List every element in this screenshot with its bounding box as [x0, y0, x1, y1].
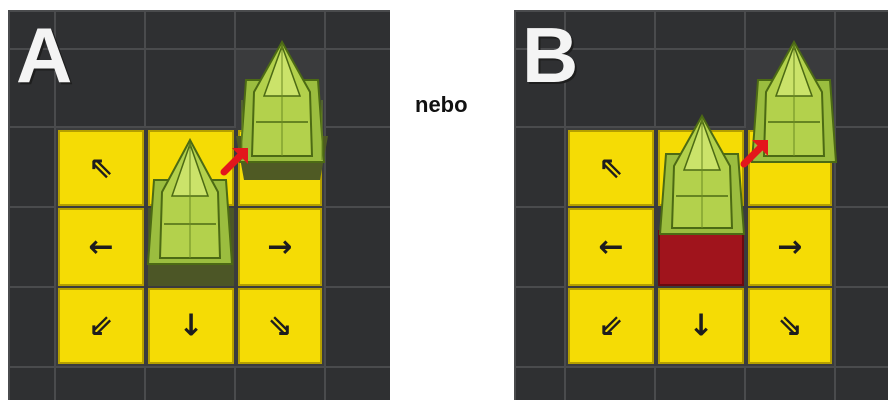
board-tile: [234, 366, 326, 400]
pyramid-pawn-icon[interactable]: [748, 40, 840, 190]
pyramid-pawn-icon[interactable]: [144, 138, 236, 288]
board-tile: [834, 286, 888, 368]
move-arrow-icon: ←: [88, 229, 114, 265]
board-tile: [144, 10, 236, 50]
panel-label: B: [522, 11, 578, 99]
board-tile: [834, 126, 888, 208]
move-cell-down-left[interactable]: ⇙: [58, 288, 144, 364]
move-arrow-icon: ⇙: [598, 308, 624, 344]
game-board-b: ⇖ ← → ⇙ ↓ ⇘: [514, 10, 888, 400]
move-arrow-icon: ⇖: [88, 150, 114, 186]
move-arrow-icon: ←: [598, 229, 624, 265]
move-cell-down[interactable]: ↓: [148, 288, 234, 364]
move-arrow-icon: ⇘: [777, 308, 803, 344]
board-tile: [564, 10, 656, 50]
board-tile: [8, 366, 56, 400]
move-arrow-icon: ⇙: [88, 308, 114, 344]
board-tile: [834, 366, 888, 400]
board-tile: [654, 48, 746, 128]
blocked-cell: [658, 230, 744, 286]
move-arrow-icon: ⇖: [598, 150, 624, 186]
board-tile: [514, 286, 566, 368]
board-tile: [8, 206, 56, 288]
board-tile: [144, 366, 236, 400]
move-cell-up-left[interactable]: ⇖: [568, 130, 654, 206]
board-tile: [324, 10, 390, 50]
board-tile: [564, 366, 656, 400]
board-tile: [834, 48, 888, 128]
board-tile: [834, 206, 888, 288]
game-board-a: ⇖ ← → ⇙ ↓ ⇘: [8, 10, 390, 400]
move-arrow-icon: →: [777, 229, 803, 265]
pyramid-pawn-icon[interactable]: [236, 40, 328, 190]
board-tile: [54, 366, 146, 400]
move-cell-down-right[interactable]: ⇘: [238, 288, 322, 364]
board-tile: [324, 206, 390, 288]
board-tile: [744, 366, 836, 400]
board-tile: [514, 366, 566, 400]
move-cell-right[interactable]: →: [238, 208, 322, 286]
move-arrow-icon: ↓: [688, 308, 714, 344]
move-cell-left[interactable]: ←: [568, 208, 654, 286]
move-cell-left[interactable]: ←: [58, 208, 144, 286]
board-tile: [144, 48, 236, 128]
move-arrow-icon: →: [267, 229, 293, 265]
move-arrow-icon: ↓: [178, 308, 204, 344]
board-tile: [514, 126, 566, 208]
board-tile: [54, 10, 146, 50]
board-tile: [324, 126, 390, 208]
board-tile: [8, 10, 56, 50]
separator-label: nebo: [415, 92, 468, 117]
move-cell-up-left[interactable]: ⇖: [58, 130, 144, 206]
red-jump-arrow-icon: [218, 144, 252, 183]
board-tile: [654, 10, 746, 50]
board-tile: [8, 126, 56, 208]
board-tile: [54, 48, 146, 128]
move-cell-down[interactable]: ↓: [658, 288, 744, 364]
board-tile: [8, 286, 56, 368]
pyramid-pawn-icon[interactable]: [656, 114, 748, 244]
board-tile: [324, 366, 390, 400]
board-tile: [654, 366, 746, 400]
move-cell-right[interactable]: →: [748, 208, 832, 286]
board-tile: [324, 286, 390, 368]
red-jump-arrow-icon: [738, 136, 772, 175]
move-cell-down-right[interactable]: ⇘: [748, 288, 832, 364]
move-arrow-icon: ⇘: [267, 308, 293, 344]
board-tile: [564, 48, 656, 128]
board-tile: [514, 206, 566, 288]
move-cell-down-left[interactable]: ⇙: [568, 288, 654, 364]
board-tile: [324, 48, 390, 128]
panel-label: A: [16, 11, 72, 99]
board-tile: [834, 10, 888, 50]
